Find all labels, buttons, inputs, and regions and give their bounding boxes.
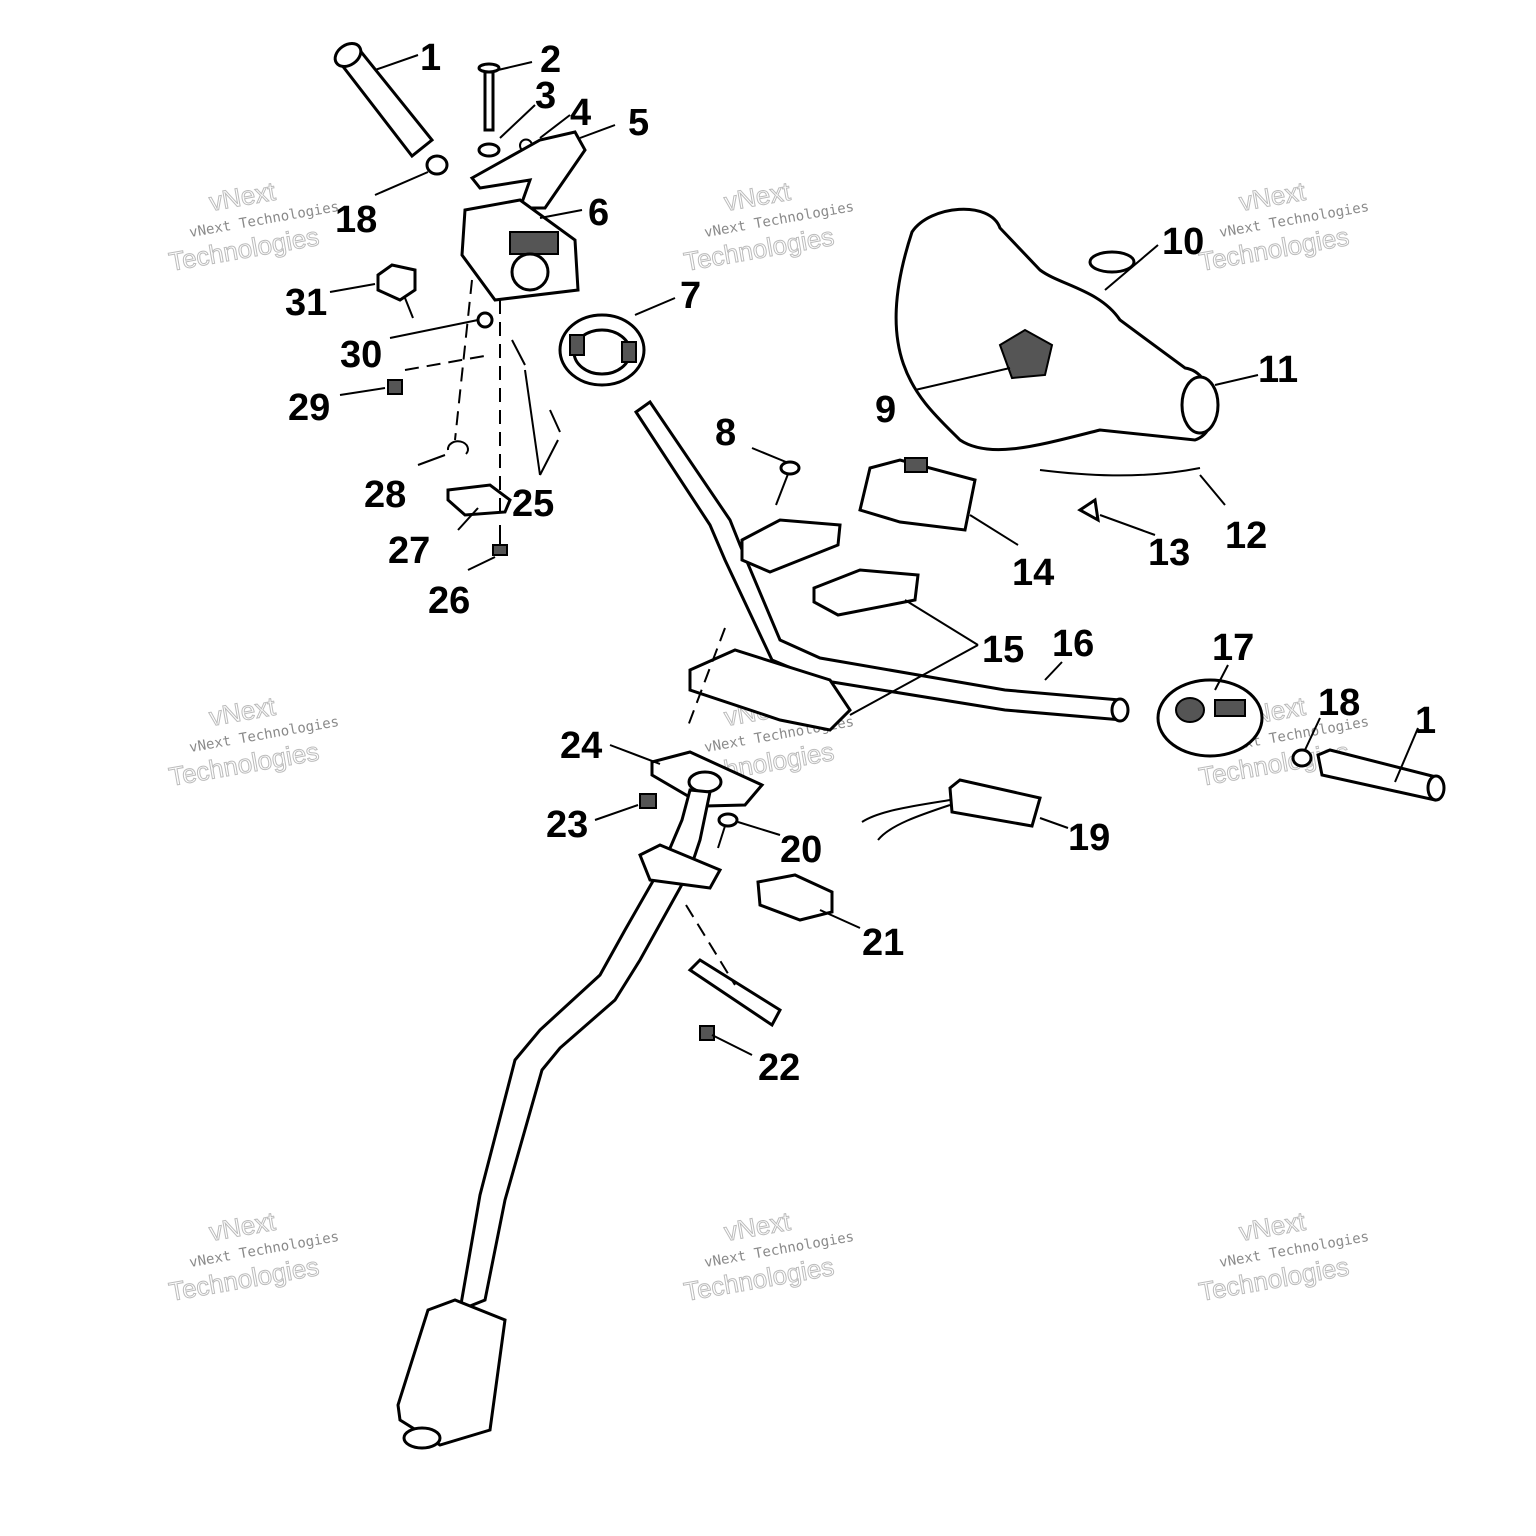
label-part-18-left: 18 [335,199,377,241]
part-cable-tie-12 [1039,467,1201,477]
label-part-11: 11 [1258,349,1298,391]
part-ring-7 [558,313,646,387]
part-bolt-2 [477,62,501,132]
label-part-15: 15 [982,629,1024,671]
label-part-22: 22 [758,1047,800,1089]
part-ball-30 [476,311,494,329]
label-part-1-left: 1 [420,37,441,79]
part-throttle-lever-5 [469,130,587,210]
part-handlebar-pad-11 [894,207,1220,452]
part-pad-clip-14 [858,457,977,532]
label-part-29: 29 [288,387,330,429]
part-switch-31 [376,263,417,319]
part-grip-end-18-left [425,154,449,176]
label-part-25: 25 [512,483,554,525]
label-part-18-right: 18 [1318,682,1360,724]
part-handlebar-16 [633,399,1130,723]
label-part-23: 23 [546,804,588,846]
part-grip-left [333,42,435,159]
part-labels: 1 2 3 4 5 18 6 31 30 29 28 27 26 25 7 8 … [285,37,1436,1089]
part-throttle-housing-6 [460,198,580,302]
label-part-1-right: 1 [1415,700,1436,742]
label-part-2: 2 [540,39,561,81]
label-part-17: 17 [1212,627,1254,669]
part-clip-28 [446,440,469,455]
label-part-9: 9 [875,389,896,431]
part-screw-20 [717,812,739,849]
label-part-10: 10 [1162,221,1204,263]
label-part-8: 8 [715,412,736,454]
label-part-21: 21 [862,922,904,964]
part-heater-19 [861,778,1042,841]
part-clamps-15 [688,518,920,732]
assembly-lines-left [404,279,501,515]
label-part-13: 13 [1148,532,1190,574]
label-part-3: 3 [535,75,556,117]
assembly-lines-center [685,627,736,986]
part-pin [687,958,782,1041]
label-part-20: 20 [780,829,822,871]
label-part-14: 14 [1012,552,1054,594]
label-part-31: 31 [285,282,327,324]
label-part-30: 30 [340,334,382,376]
label-part-19: 19 [1068,817,1110,859]
part-bracket-21 [756,873,834,922]
label-part-24: 24 [560,725,602,767]
part-grip-right [1316,748,1446,802]
part-plate-27 [446,483,512,517]
label-part-28: 28 [364,474,406,516]
label-part-6: 6 [588,192,609,234]
part-nut-29 [387,379,403,395]
part-rivet-13 [1077,497,1100,523]
label-part-16: 16 [1052,623,1094,665]
part-nut-23 [639,793,657,809]
part-washer-3 [477,142,501,158]
part-switch-housing-17 [1156,678,1264,758]
part-screws-25 [511,339,561,433]
label-part-27: 27 [388,530,430,572]
part-bolt-8 [775,460,801,506]
label-part-4: 4 [570,92,591,134]
part-riser-plate-24 [650,750,765,808]
part-steering-post [396,788,723,1450]
part-screw-26 [492,525,508,556]
leader-lines [329,54,1419,1056]
part-washer-10 [1088,250,1136,274]
label-part-5: 5 [628,102,649,144]
part-grip-end-18-right [1291,748,1313,768]
label-part-26: 26 [428,580,470,622]
label-part-7: 7 [680,275,701,317]
label-part-12: 12 [1225,515,1267,557]
